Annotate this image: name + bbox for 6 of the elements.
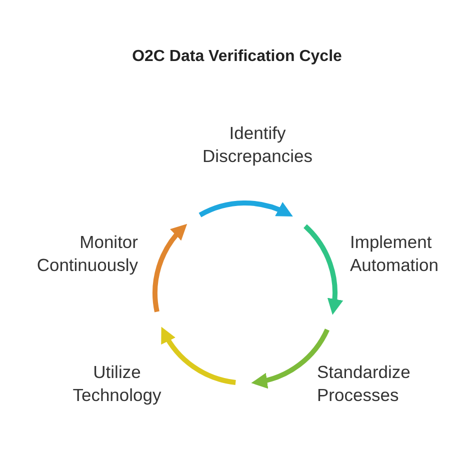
step-label: Utilize Technology bbox=[62, 361, 172, 407]
title: O2C Data Verification Cycle bbox=[131, 48, 343, 66]
step-label: Monitor Continuously bbox=[20, 231, 138, 277]
step-label: Implement Automation bbox=[350, 231, 460, 277]
step-label: Identify Discrepancies bbox=[190, 122, 325, 168]
step-label: Standardize Processes bbox=[317, 361, 427, 407]
